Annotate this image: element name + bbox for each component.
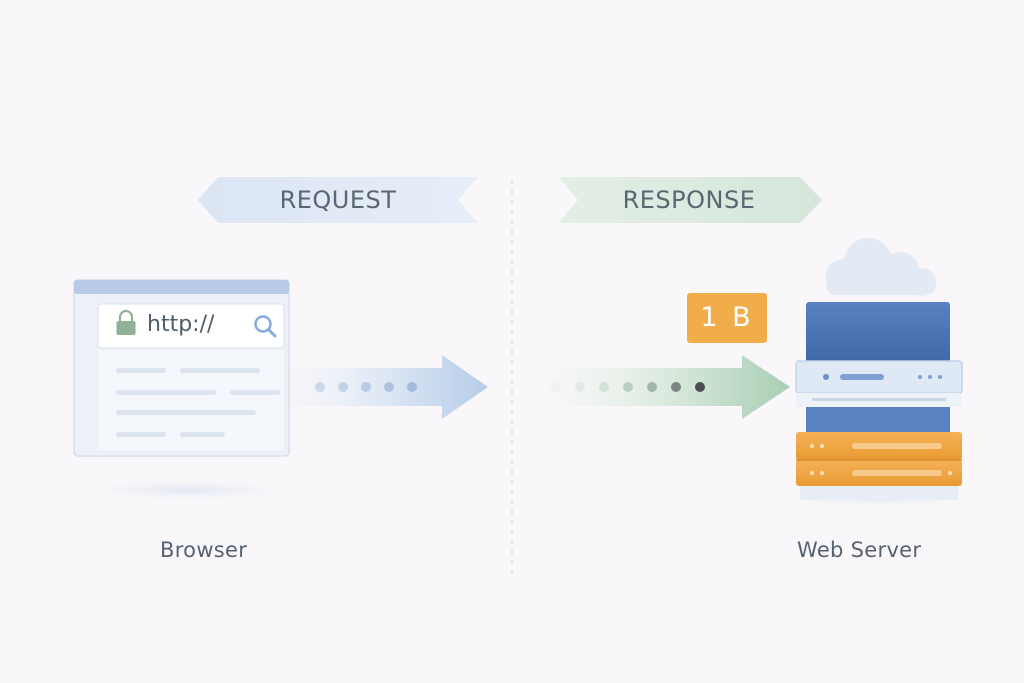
response-size-label: 1 B — [700, 302, 754, 333]
request-banner — [198, 177, 478, 223]
response-label: RESPONSE — [622, 186, 756, 214]
address-bar-text: http:// — [147, 312, 215, 337]
response-size-badge — [687, 293, 767, 343]
cloud-icon — [826, 238, 936, 296]
response-banner — [558, 177, 822, 223]
browser-caption: Browser — [160, 538, 248, 562]
response-arrow — [540, 355, 790, 419]
lock-icon — [116, 309, 136, 335]
web-server-caption: Web Server — [797, 538, 922, 562]
request-label: REQUEST — [279, 186, 397, 214]
request-arrow — [290, 355, 488, 419]
search-icon — [254, 315, 277, 338]
server-rack-icon — [795, 302, 963, 500]
browser-window-icon — [73, 279, 290, 457]
browser-shadow — [67, 478, 307, 502]
